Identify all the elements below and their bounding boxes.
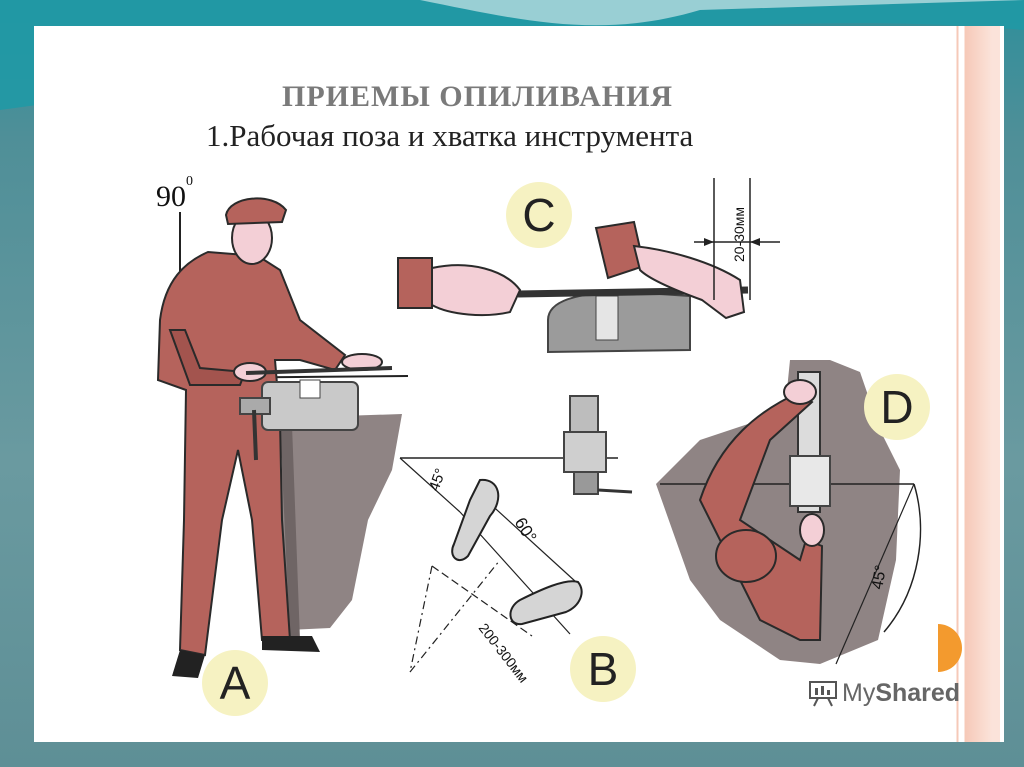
distance-c-label: 20-30мм — [731, 207, 747, 262]
panel-label-a: A — [202, 650, 268, 716]
corner-accent-decoration — [938, 624, 962, 672]
panel-label-b: B — [570, 636, 636, 702]
watermark-prefix: My — [842, 678, 876, 707]
panel-label-c: C — [506, 182, 572, 248]
angle-45-d-label: 45° — [869, 564, 890, 591]
angle-90-label: 900 — [156, 174, 193, 213]
angle-45-b-label: 45° — [426, 466, 450, 493]
panel-c-illustration — [397, 178, 780, 354]
panel-d-illustration — [656, 360, 922, 665]
angle-60-label: 60° — [511, 514, 541, 546]
panel-a-illustration — [156, 197, 409, 678]
panel-label-d: D — [864, 374, 930, 440]
slide-border-decoration — [952, 26, 1000, 742]
presentation-board-icon — [809, 681, 837, 707]
panel-b-illustration — [399, 395, 633, 673]
slide-title: ПРИЕМЫ ОПИЛИВАНИЯ — [282, 80, 674, 113]
watermark-brand: Shared — [875, 678, 961, 707]
slide-subtitle: 1.Рабочая поза и хватка инструмента — [206, 118, 694, 153]
